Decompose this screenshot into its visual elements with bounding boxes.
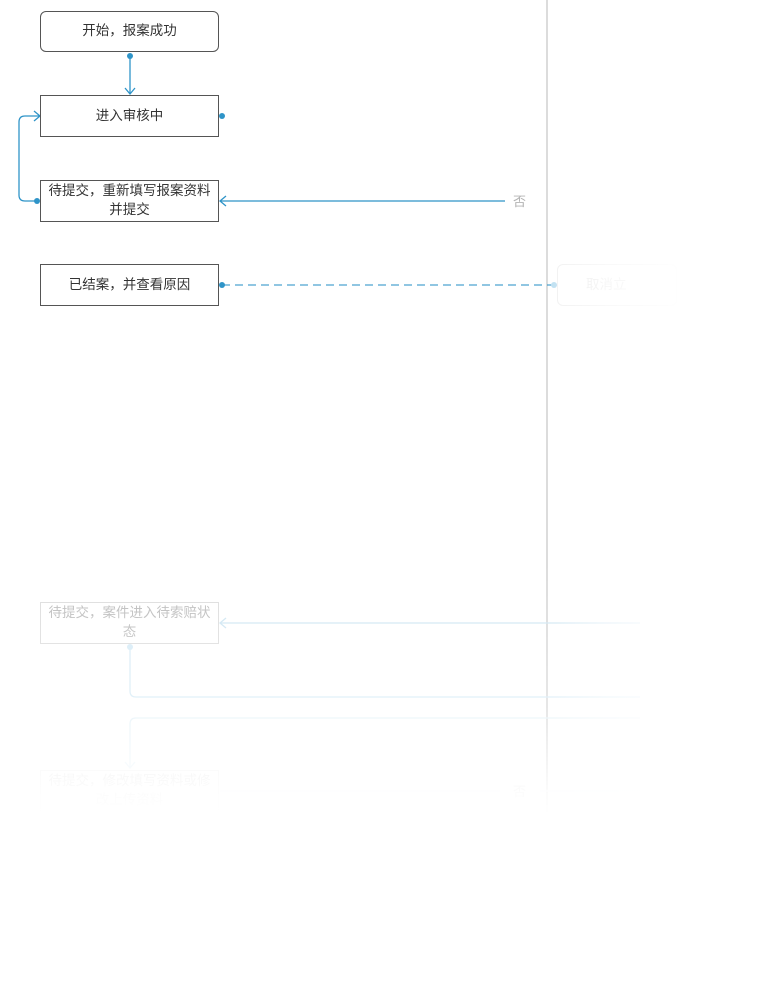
edge-to-pending-claim bbox=[218, 617, 640, 629]
node-resubmit: 待提交，重新填写报案资料并提交 bbox=[40, 180, 219, 222]
edge-resubmit-to-reviewing bbox=[18, 110, 42, 204]
edge-start-to-reviewing bbox=[124, 53, 136, 96]
edge-reviewing-to-right bbox=[219, 113, 640, 119]
edge-closed-to-cancel bbox=[219, 282, 557, 288]
edge-label-no-2: 否 bbox=[507, 781, 533, 800]
node-reviewing: 进入审核中 bbox=[40, 95, 219, 137]
node-modify: 待提交，修改填写资料或修改上传资料 bbox=[40, 770, 219, 812]
node-cancel: 取消立 bbox=[557, 264, 677, 306]
edge-pending-claim-down bbox=[127, 644, 640, 698]
node-pending-claim: 待提交，案件进入待索赔状态 bbox=[40, 602, 219, 644]
edge-label-no: 否 bbox=[507, 191, 533, 210]
node-closed: 已结案，并查看原因 bbox=[40, 264, 219, 306]
edge-no-to-resubmit bbox=[218, 195, 640, 207]
node-start: 开始，报案成功 bbox=[40, 11, 219, 52]
